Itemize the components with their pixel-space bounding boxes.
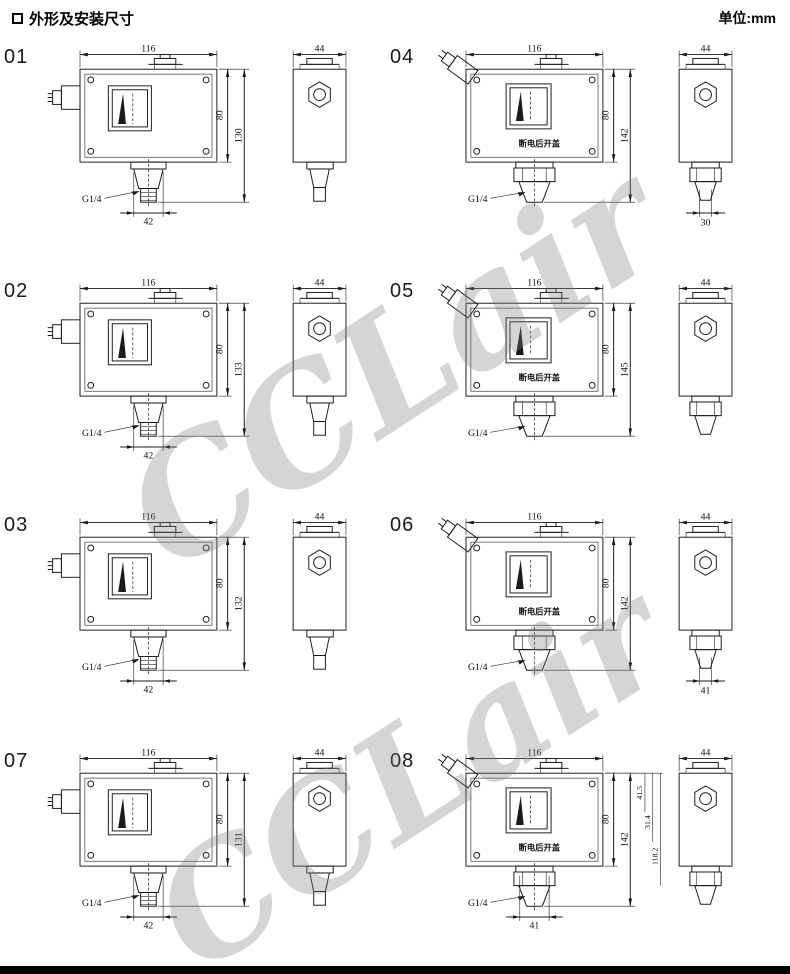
figure-03: 03 116 44 80 132 42 G1/4 xyxy=(4,502,390,734)
dim-total-height: 142 xyxy=(619,832,630,847)
section-title: 外形及安装尺寸 xyxy=(12,8,134,29)
pressure-switch-outline xyxy=(434,279,733,443)
dim-total-height: 145 xyxy=(619,362,630,377)
dim-bottom-width: 42 xyxy=(144,451,154,462)
figure-01-drawing: 116 44 80 130 42 G1/4 xyxy=(47,44,347,228)
dim-thread: G1/4 xyxy=(468,898,488,909)
dim-side-width: 44 xyxy=(315,748,325,759)
figure-07-drawing: 116 44 80 131 42 G1/4 xyxy=(47,748,347,932)
dim-side-width: 44 xyxy=(701,278,711,289)
figure-06-drawing: 116 44 80 142 断电后开盖 41 G1/4 xyxy=(434,512,733,697)
dim-side-width: 44 xyxy=(315,278,325,289)
dim-thread: G1/4 xyxy=(82,194,102,205)
dim-body-height: 80 xyxy=(215,814,226,824)
dim-body-height: 80 xyxy=(601,578,612,588)
dim-thread: G1/4 xyxy=(82,428,102,439)
dim-body-height: 80 xyxy=(215,578,226,588)
cover-warning-label: 断电后开盖 xyxy=(519,842,561,852)
figure-03-drawing: 116 44 80 132 42 G1/4 xyxy=(47,512,347,696)
footer-bar xyxy=(0,966,790,974)
figure-number: 04 xyxy=(390,46,415,68)
figure-01: 01 116 44 80 130 42 G1/4 xyxy=(4,34,390,266)
pressure-switch-outline xyxy=(47,754,347,913)
dim-front-width: 116 xyxy=(141,512,155,523)
pressure-switch-outline xyxy=(434,45,733,209)
figure-number: 05 xyxy=(390,280,415,302)
dim-total-height: 142 xyxy=(619,596,630,611)
figure-06: 06 116 44 80 142 断电后开盖 41 G1/4 xyxy=(390,502,776,734)
pressure-switch-outline xyxy=(434,513,733,677)
dim-extra-1: 41.5 xyxy=(635,786,644,800)
figure-05: 05 116 44 80 145 断电后开盖 G1/4 xyxy=(390,268,776,500)
page-title: 外形及安装尺寸 xyxy=(29,11,135,28)
figure-02-drawing: 116 44 80 133 42 G1/4 xyxy=(47,278,347,462)
figure-number: 02 xyxy=(4,280,29,302)
dim-side-bottom: 41 xyxy=(701,686,711,697)
cover-warning-label: 断电后开盖 xyxy=(519,372,561,382)
figure-number: 06 xyxy=(390,514,415,536)
dim-total-height: 131 xyxy=(233,832,244,847)
page-header: 外形及安装尺寸 单位:mm xyxy=(12,8,776,29)
pressure-switch-outline xyxy=(47,50,347,209)
dim-bottom-width: 41 xyxy=(530,921,540,932)
dim-front-width: 116 xyxy=(527,44,541,55)
dim-total-height: 130 xyxy=(233,128,244,143)
dim-total-height: 133 xyxy=(233,362,244,377)
dim-front-width: 116 xyxy=(527,278,541,289)
dim-front-width: 116 xyxy=(141,748,155,759)
dim-bottom-width: 42 xyxy=(144,217,154,228)
dim-body-height: 80 xyxy=(601,110,612,120)
dim-front-width: 116 xyxy=(527,512,541,523)
dim-extra-2: 31.4 xyxy=(643,815,652,829)
dim-thread: G1/4 xyxy=(468,428,488,439)
figure-08: 08 116 44 80 142 41.5 31.4 118.2 断电后开盖 4… xyxy=(390,738,776,970)
side-bottom-dim-lines xyxy=(685,657,726,686)
cover-warning-label: 断电后开盖 xyxy=(519,606,561,616)
dim-thread: G1/4 xyxy=(82,898,102,909)
figure-08-drawing: 116 44 80 142 41.5 31.4 118.2 断电后开盖 41 G… xyxy=(434,748,733,932)
unit-label: 单位:mm xyxy=(718,10,776,26)
dim-side-bottom: 30 xyxy=(701,218,711,229)
dim-front-width: 116 xyxy=(141,44,155,55)
dim-side-width: 44 xyxy=(701,512,711,523)
dim-total-height: 142 xyxy=(619,128,630,143)
dim-bottom-width: 42 xyxy=(144,921,154,932)
title-bullet-square xyxy=(12,13,23,24)
dim-bottom-width: 42 xyxy=(144,685,154,696)
figure-02: 02 116 44 80 133 42 G1/4 xyxy=(4,268,390,500)
dim-side-width: 44 xyxy=(315,44,325,55)
side-bottom-dim-lines xyxy=(685,189,726,218)
dim-total-height: 132 xyxy=(233,596,244,611)
figure-number: 01 xyxy=(4,46,29,68)
cover-warning-label: 断电后开盖 xyxy=(519,138,561,148)
dim-extra-3: 118.2 xyxy=(651,848,660,865)
dim-side-width: 44 xyxy=(701,44,711,55)
pressure-switch-outline xyxy=(434,749,733,913)
dim-body-height: 80 xyxy=(601,344,612,354)
dim-side-width: 44 xyxy=(701,748,711,759)
figure-05-drawing: 116 44 80 145 断电后开盖 G1/4 xyxy=(434,278,733,443)
figure-number: 03 xyxy=(4,514,29,536)
dim-thread: G1/4 xyxy=(468,662,488,673)
figure-number: 07 xyxy=(4,750,29,772)
dim-thread: G1/4 xyxy=(82,662,102,673)
figure-04: 04 116 44 80 142 断电后开盖 30 G1/4 xyxy=(390,34,776,266)
figure-07: 07 116 44 80 131 42 G1/4 xyxy=(4,738,390,970)
dim-body-height: 80 xyxy=(601,814,612,824)
dim-side-width: 44 xyxy=(315,512,325,523)
pressure-switch-outline xyxy=(47,284,347,443)
dim-body-height: 80 xyxy=(215,344,226,354)
figure-04-drawing: 116 44 80 142 断电后开盖 30 G1/4 xyxy=(434,44,733,229)
dim-front-width: 116 xyxy=(141,278,155,289)
pressure-switch-outline xyxy=(47,518,347,677)
dim-front-width: 116 xyxy=(527,748,541,759)
dim-body-height: 80 xyxy=(215,110,226,120)
dim-thread: G1/4 xyxy=(468,194,488,205)
figure-number: 08 xyxy=(390,750,415,772)
